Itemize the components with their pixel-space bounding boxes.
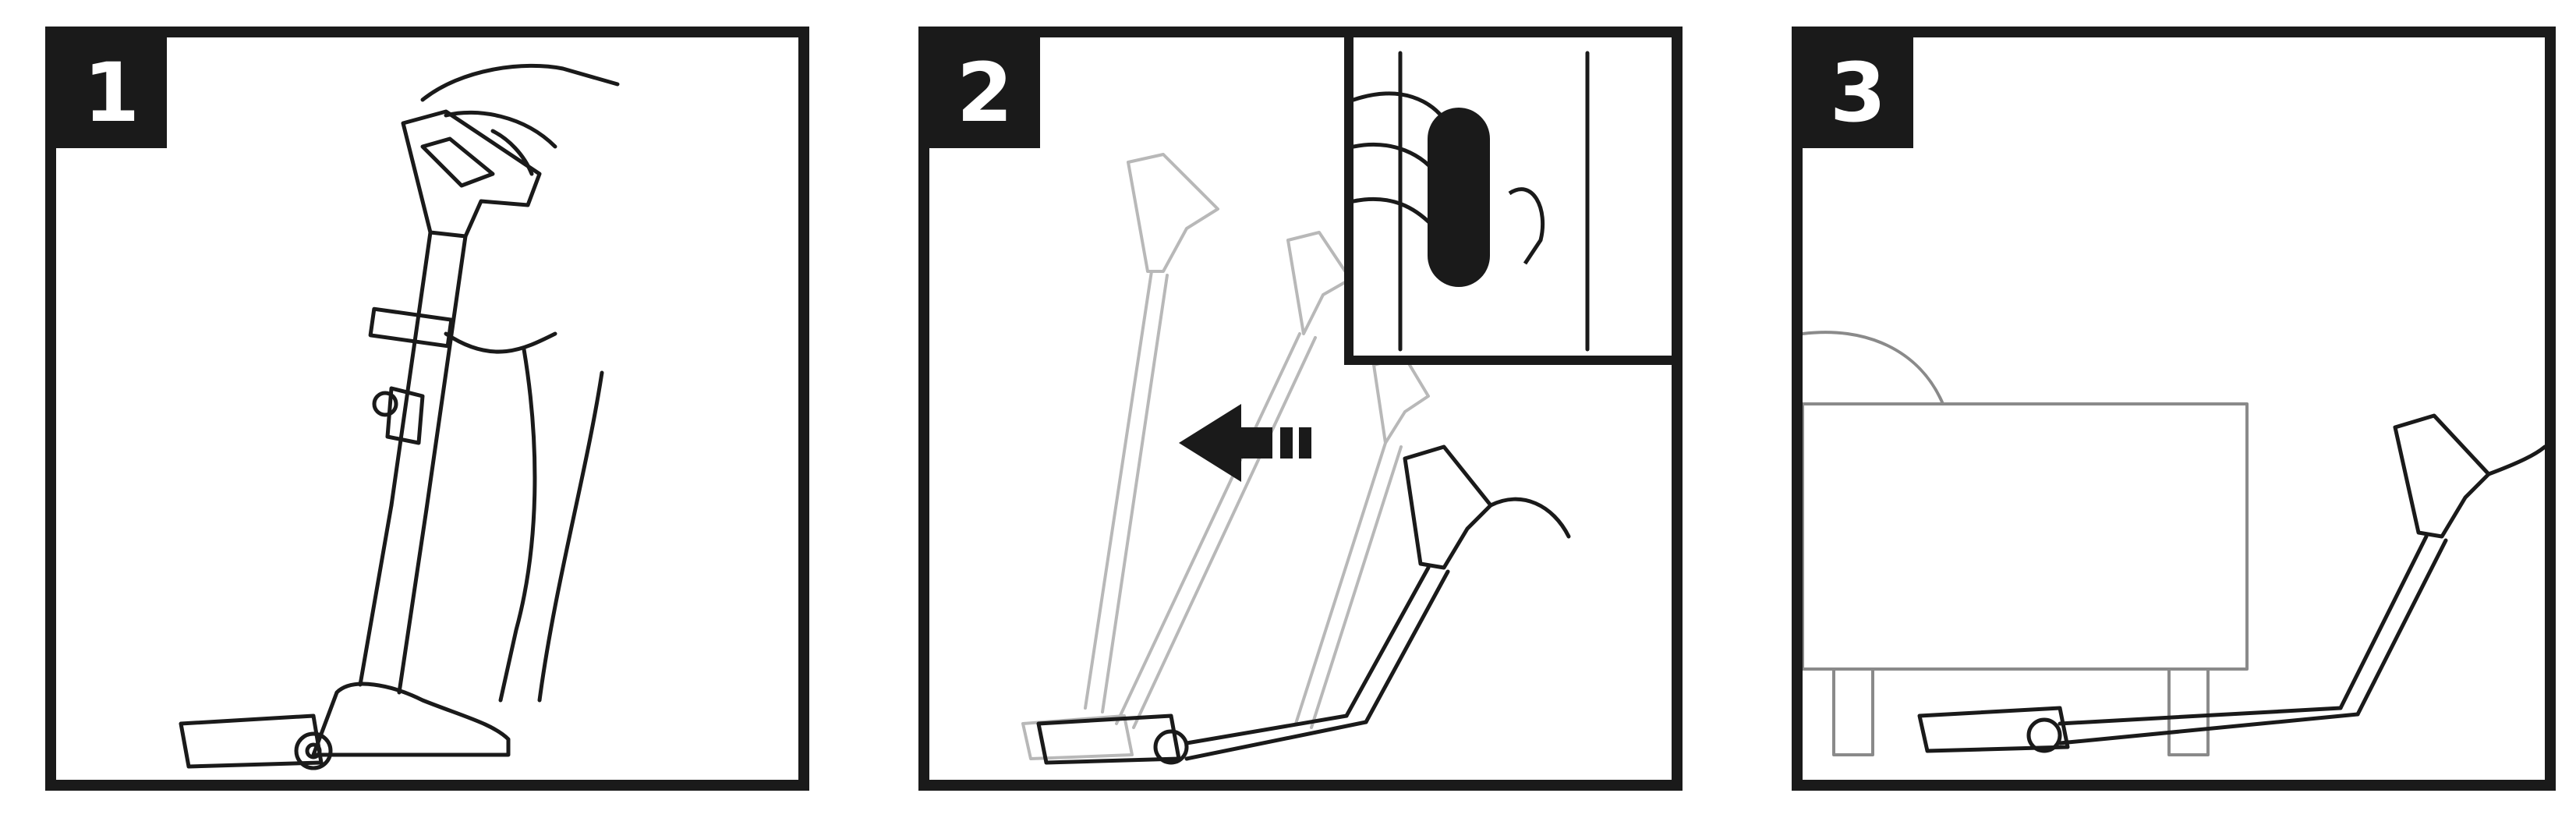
floor-nozzle [179, 713, 324, 769]
handle-grip [401, 109, 542, 239]
hand-outline [420, 63, 620, 102]
ghost-positions [1021, 153, 1430, 760]
current-position [1036, 444, 1571, 765]
step-1-illustration [179, 63, 620, 770]
shaft-left [389, 230, 433, 508]
nozzle-wheel [294, 731, 333, 770]
shoe-outline [311, 682, 511, 757]
shaft-collar [368, 306, 454, 349]
step-3-panel: 3 [1792, 27, 2556, 791]
vacuum-under-sofa [1917, 413, 2545, 753]
step-2-panel: 2 [918, 27, 1683, 791]
sofa-outline [1803, 331, 2249, 756]
arrow-left-icon [1179, 404, 1311, 482]
release-button-icon [1353, 51, 1590, 352]
release-button [1428, 108, 1490, 287]
step-3-illustration [1803, 331, 2545, 756]
step-1-panel: 1 [45, 27, 809, 791]
latch-knob [372, 391, 398, 417]
step-2-illustration [1021, 153, 1571, 765]
leg-outline [498, 347, 537, 703]
step-1-number: 1 [56, 37, 167, 148]
step-3-number: 3 [1803, 37, 1913, 148]
shaft-right [424, 234, 468, 512]
step-2-number: 2 [929, 37, 1040, 148]
release-button-inset [1344, 37, 1672, 365]
